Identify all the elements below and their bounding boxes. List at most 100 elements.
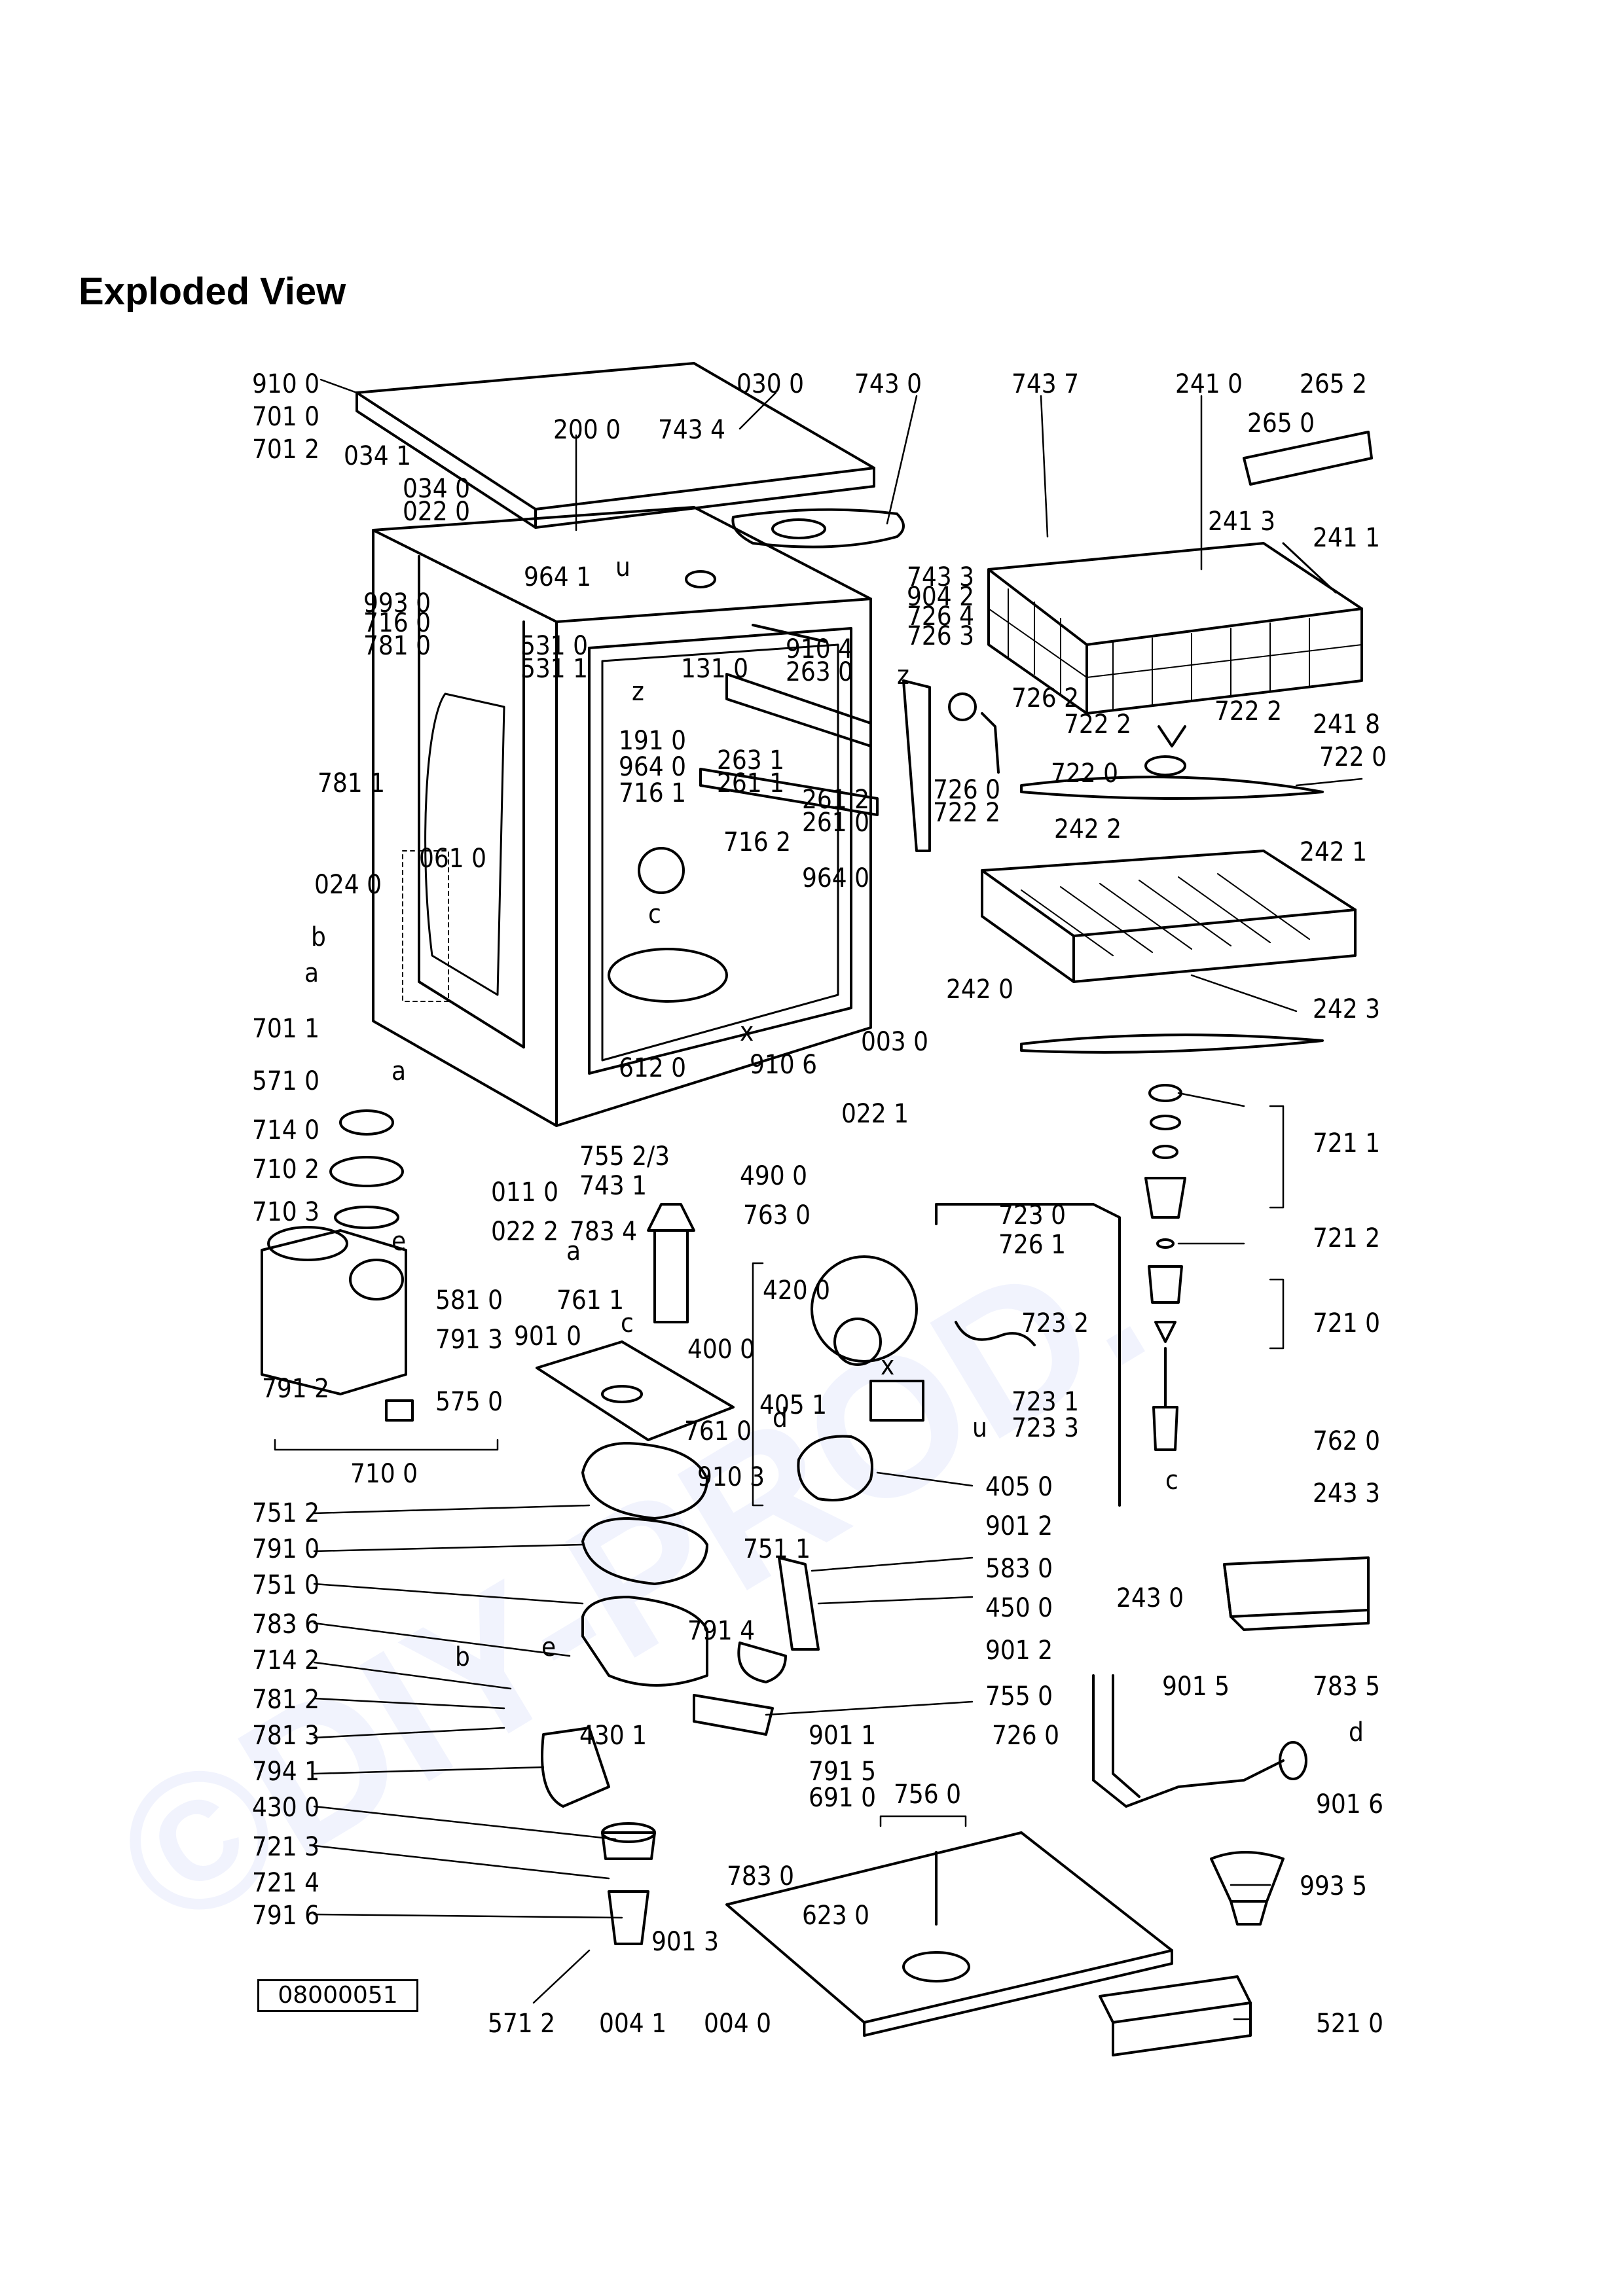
- part-number-751-1: 751 1: [743, 1534, 811, 1564]
- part-number-721-1: 721 1: [1313, 1128, 1380, 1158]
- water-softener: [261, 1109, 414, 1422]
- connector-letter-b2: b: [455, 1642, 470, 1672]
- part-number-783-6: 783 6: [252, 1609, 319, 1640]
- part-number-241-8: 241 8: [1313, 709, 1380, 740]
- part-number-791-0: 791 0: [252, 1534, 319, 1564]
- part-number-964-0a: 964 0: [619, 752, 686, 782]
- part-number-261-1: 261 1: [717, 768, 784, 798]
- part-number-263-0: 263 0: [786, 657, 853, 687]
- sump-filter: [536, 1203, 735, 1687]
- part-number-755-0: 755 0: [985, 1681, 1053, 1712]
- connector-letter-z2: z: [897, 660, 909, 691]
- part-number-710-2: 710 2: [252, 1155, 319, 1185]
- connector-letter-c2: c: [621, 1308, 634, 1338]
- part-number-726-4: 726 4: [907, 601, 974, 632]
- upper-basket: [987, 431, 1373, 715]
- part-number-575-0: 575 0: [435, 1387, 503, 1417]
- pump-motor: [693, 1255, 924, 1736]
- part-number-701-0: 701 0: [252, 402, 319, 432]
- part-number-400-0: 400 0: [687, 1335, 755, 1365]
- part-number-571-2: 571 2: [488, 2009, 555, 2039]
- part-number-612-0: 612 0: [619, 1053, 686, 1083]
- part-number-420-0: 420 0: [763, 1276, 830, 1306]
- lower-basket: [981, 850, 1357, 983]
- part-number-714-0: 714 0: [252, 1115, 319, 1145]
- part-number-716-0: 716 0: [363, 608, 431, 638]
- part-number-003-0: 003 0: [861, 1027, 928, 1057]
- connector-letter-e1: e: [392, 1227, 406, 1257]
- part-number-581-0: 581 0: [435, 1285, 503, 1316]
- part-number-723-2: 723 2: [1021, 1308, 1089, 1338]
- part-number-791-2: 791 2: [262, 1374, 329, 1404]
- page-title: Exploded View: [79, 270, 346, 313]
- part-number-723-1: 723 1: [1012, 1387, 1079, 1417]
- part-number-490-0: 490 0: [740, 1161, 807, 1191]
- part-number-723-0: 723 0: [998, 1200, 1066, 1230]
- part-number-004-1: 004 1: [599, 2009, 666, 2039]
- part-number-743-4: 743 4: [658, 415, 725, 445]
- part-number-721-2: 721 2: [1313, 1223, 1380, 1253]
- part-number-781-3: 781 3: [252, 1721, 319, 1751]
- part-number-721-0: 721 0: [1313, 1308, 1380, 1338]
- part-number-531-1: 531 1: [520, 654, 588, 684]
- part-number-901-5: 901 5: [1162, 1672, 1230, 1702]
- part-number-716-2: 716 2: [723, 827, 791, 857]
- part-number-022-2: 022 2: [491, 1217, 558, 1247]
- part-number-910-6: 910 6: [750, 1050, 817, 1080]
- part-number-726-2: 726 2: [1012, 683, 1079, 713]
- part-number-583-0: 583 0: [985, 1554, 1053, 1584]
- part-number-242-0: 242 0: [946, 975, 1013, 1005]
- part-number-721-3: 721 3: [252, 1832, 319, 1862]
- part-number-910-0: 910 0: [252, 369, 319, 399]
- part-number-755-23: 755 2/3: [579, 1141, 670, 1172]
- part-number-901-1: 901 1: [809, 1721, 876, 1751]
- part-number-722-2a: 722 2: [1214, 696, 1282, 726]
- part-number-521-0: 521 0: [1316, 2009, 1383, 2039]
- part-number-623-0: 623 0: [802, 1901, 869, 1931]
- door-hinge-part: [902, 679, 1000, 852]
- part-number-901-0: 901 0: [514, 1321, 581, 1352]
- part-number-030-0: 030 0: [737, 369, 804, 399]
- cabinet-frame: [372, 506, 879, 1127]
- part-number-265-0: 265 0: [1247, 408, 1315, 439]
- part-number-751-0: 751 0: [252, 1570, 319, 1600]
- connector-letter-a1: a: [304, 958, 319, 988]
- leader-lines: [274, 378, 1363, 2020]
- part-number-901-3: 901 3: [651, 1927, 719, 1957]
- part-number-791-5: 791 5: [809, 1757, 876, 1787]
- part-number-761-1: 761 1: [556, 1285, 624, 1316]
- part-number-783-4: 783 4: [570, 1217, 637, 1247]
- part-number-024-0: 024 0: [314, 870, 382, 900]
- part-number-022-1: 022 1: [841, 1099, 909, 1129]
- part-number-964-1: 964 1: [524, 562, 591, 592]
- part-number-763-0: 763 0: [743, 1200, 811, 1230]
- part-number-200-0: 200 0: [553, 415, 621, 445]
- part-number-910-4: 910 4: [786, 634, 853, 664]
- connector-letter-b1: b: [311, 922, 326, 952]
- part-number-710-0: 710 0: [350, 1459, 418, 1489]
- part-number-791-4: 791 4: [687, 1616, 755, 1646]
- part-number-791-6: 791 6: [252, 1901, 319, 1931]
- drain-pump: [541, 1727, 656, 1945]
- part-number-762-0: 762 0: [1313, 1426, 1380, 1456]
- part-number-722-2c: 722 2: [933, 798, 1000, 828]
- part-number-450-0: 450 0: [985, 1593, 1053, 1623]
- part-number-993-0: 993 0: [363, 588, 431, 619]
- part-number-531-0: 531 0: [520, 631, 588, 661]
- part-number-901-2a: 901 2: [985, 1511, 1053, 1541]
- part-number-131-0: 131 0: [681, 654, 748, 684]
- part-number-242-2: 242 2: [1054, 814, 1122, 844]
- worktop-part: [356, 362, 905, 548]
- part-number-722-0a: 722 0: [1319, 742, 1387, 772]
- part-number-691-0: 691 0: [809, 1783, 876, 1813]
- part-number-743-7: 743 7: [1012, 369, 1079, 399]
- cutlery-basket: [1223, 1556, 1370, 1631]
- part-number-263-1: 263 1: [717, 745, 784, 776]
- part-number-722-2b: 722 2: [1064, 709, 1131, 740]
- connector-letter-a3: a: [566, 1236, 581, 1266]
- part-number-756-0: 756 0: [894, 1780, 961, 1810]
- base-plate: [725, 1831, 1173, 2037]
- part-number-265-2: 265 2: [1300, 369, 1367, 399]
- part-number-034-1: 034 1: [344, 441, 411, 471]
